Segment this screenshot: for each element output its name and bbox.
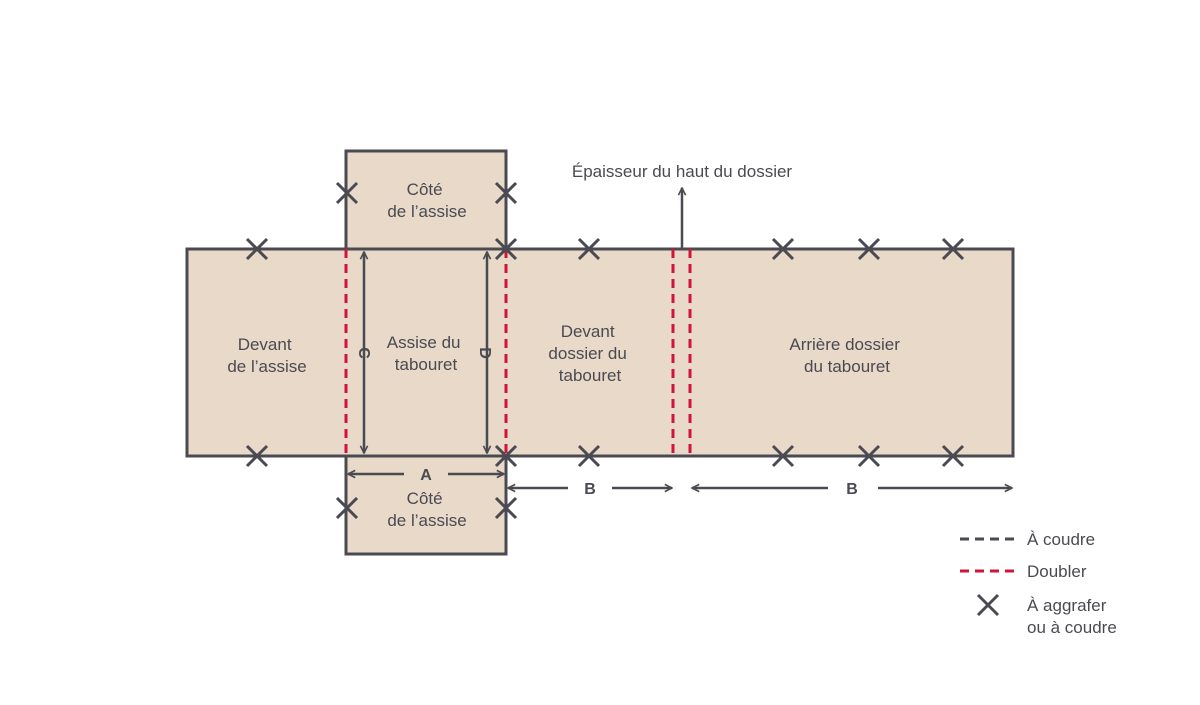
top-side-panel xyxy=(344,149,508,251)
main-strip xyxy=(185,247,1015,458)
dimension-a-label: A xyxy=(420,467,432,484)
seat-front-label-line-2: de l’assise xyxy=(227,357,306,376)
x-mark-icon xyxy=(494,237,518,261)
dimension-b1-label: B xyxy=(584,481,596,498)
back-front-label: Devant dossier du tabouret xyxy=(548,322,631,385)
bottom-side-label: Côté de l’assise xyxy=(387,489,466,530)
x-mark-icon xyxy=(771,444,795,468)
seat-label: Assise du tabouret xyxy=(387,333,465,374)
x-mark-icon xyxy=(941,444,965,468)
back-front-label-line-3: tabouret xyxy=(559,366,622,385)
back-front-label-line-2: dossier du xyxy=(548,344,626,363)
back-rear-label: Arrière dossier du tabouret xyxy=(789,335,904,376)
back-rear-label-line-1: Arrière dossier xyxy=(789,335,900,354)
dimension-b2-label: B xyxy=(846,481,858,498)
x-mark-icon xyxy=(857,444,881,468)
x-mark-icon xyxy=(577,444,601,468)
back-front-label-line-1: Devant xyxy=(561,322,615,341)
x-mark-icon xyxy=(941,237,965,261)
x-mark-icon xyxy=(494,496,518,520)
x-mark-icon xyxy=(245,237,269,261)
x-mark-icon xyxy=(494,444,518,468)
x-mark-icon xyxy=(335,181,359,205)
top-side-label-line-1: Côté xyxy=(407,180,443,199)
seat-front-label-line-1: Devant xyxy=(238,335,292,354)
staple-marks xyxy=(245,181,965,520)
bottom-side-panel xyxy=(344,454,508,556)
bottom-side-label-line-1: Côté xyxy=(407,489,443,508)
x-mark-icon xyxy=(245,444,269,468)
fabric-pieces xyxy=(185,149,1015,556)
legend-staple-label: À aggrafer ou à coudre xyxy=(1027,596,1117,637)
top-thickness-label: Épaisseur du haut du dossier xyxy=(572,162,793,181)
x-mark-icon xyxy=(771,237,795,261)
seat-front-label: Devant de l’assise xyxy=(227,335,306,376)
bottom-side-label-line-2: de l’assise xyxy=(387,511,466,530)
x-mark-icon xyxy=(494,181,518,205)
legend-staple-label-line-1: À aggrafer xyxy=(1027,596,1107,615)
seat-label-line-2: tabouret xyxy=(395,355,458,374)
x-mark-icon xyxy=(577,237,601,261)
legend-sew-label: À coudre xyxy=(1027,530,1095,549)
x-mark-icon xyxy=(857,237,881,261)
sew-lines xyxy=(346,247,506,458)
seat-label-line-1: Assise du xyxy=(387,333,461,352)
x-mark-icon xyxy=(976,593,1000,617)
dimension-lines xyxy=(348,188,1012,488)
x-mark-icon xyxy=(335,496,359,520)
double-lines xyxy=(344,249,692,456)
legend-double-label: Doubler xyxy=(1027,562,1087,581)
legend-staple-label-line-2: ou à coudre xyxy=(1027,618,1117,637)
back-rear-label-line-2: du tabouret xyxy=(804,357,890,376)
legend: À coudre Doubler À aggrafer ou à coudre xyxy=(960,530,1117,637)
top-side-label: Côté de l’assise xyxy=(387,180,466,221)
top-side-label-line-2: de l’assise xyxy=(387,202,466,221)
dimension-c-label: C xyxy=(355,347,372,359)
dimension-d-label: D xyxy=(476,347,493,359)
